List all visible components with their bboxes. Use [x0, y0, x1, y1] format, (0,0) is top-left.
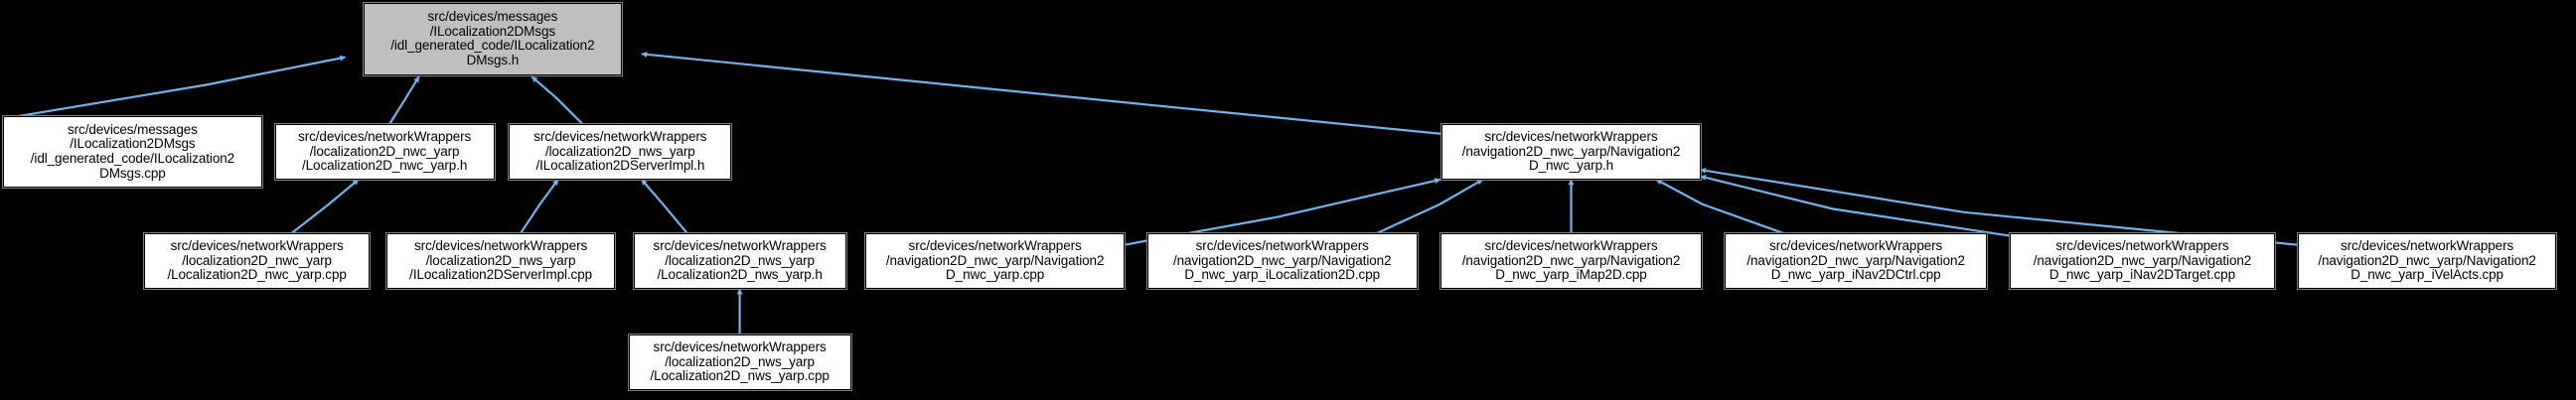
graph-node[interactable]: src/devices/networkWrappers /localizatio…	[508, 123, 733, 181]
graph-edge	[640, 179, 688, 234]
graph-node[interactable]: src/devices/networkWrappers /localizatio…	[384, 232, 617, 291]
graph-node-label: src/devices/networkWrappers /localizatio…	[650, 339, 830, 384]
graph-node-label: src/devices/networkWrappers /navigation2…	[1746, 238, 1965, 283]
graph-edge	[290, 179, 360, 235]
graph-edge	[388, 75, 420, 125]
graph-node[interactable]: src/devices/networkWrappers /navigation2…	[1440, 123, 1702, 181]
graph-node[interactable]: src/devices/networkWrappers /navigation2…	[1439, 232, 1704, 291]
graph-edge	[1655, 178, 1785, 235]
graph-node-label: src/devices/networkWrappers /navigation2…	[1461, 129, 1681, 174]
graph-edge	[519, 179, 559, 234]
graph-node-label: src/devices/networkWrappers /navigation2…	[2318, 238, 2536, 283]
graph-edge	[1700, 174, 2039, 241]
graph-node-label: src/devices/networkWrappers /localizatio…	[298, 129, 472, 174]
graph-node[interactable]: src/devices/networkWrappers /navigation2…	[1145, 232, 1419, 291]
graph-edge	[530, 75, 584, 125]
graph-node[interactable]: src/devices/networkWrappers /localizatio…	[627, 333, 852, 392]
graph-edge	[641, 51, 1442, 135]
graph-node-root: src/devices/messages /ILocalization2DMsg…	[362, 2, 624, 76]
graph-node[interactable]: src/devices/networkWrappers /navigation2…	[2296, 232, 2558, 291]
graph-node[interactable]: src/devices/networkWrappers /localizatio…	[142, 232, 372, 291]
graph-node[interactable]: src/devices/networkWrappers /localizatio…	[273, 123, 496, 181]
graph-edge	[1376, 178, 1484, 235]
graph-node[interactable]: src/devices/networkWrappers /localizatio…	[632, 232, 847, 291]
graph-node-label: src/devices/networkWrappers /localizatio…	[409, 238, 593, 283]
graph-edge	[19, 55, 347, 117]
graph-node-label: src/devices/networkWrappers /navigation2…	[1461, 238, 1681, 283]
graph-node-label: src/devices/messages /ILocalization2DMsg…	[30, 121, 235, 181]
graph-node-label: src/devices/networkWrappers /navigation2…	[2033, 238, 2252, 283]
graph-node-label: src/devices/networkWrappers /localizatio…	[167, 238, 347, 283]
graph-node-label: src/devices/networkWrappers /navigation2…	[885, 238, 1105, 283]
graph-node-label: src/devices/networkWrappers /navigation2…	[1172, 238, 1392, 283]
graph-node-label: src/devices/networkWrappers /localizatio…	[653, 238, 827, 283]
graph-node[interactable]: src/devices/networkWrappers /navigation2…	[2009, 232, 2276, 291]
graph-node-label: src/devices/messages /ILocalization2DMsg…	[390, 9, 595, 68]
graph-node[interactable]: src/devices/networkWrappers /navigation2…	[1724, 232, 1988, 291]
graph-node-label: src/devices/networkWrappers /localizatio…	[533, 129, 707, 174]
graph-node[interactable]: src/devices/networkWrappers /navigation2…	[864, 232, 1126, 291]
graph-node[interactable]: src/devices/messages /ILocalization2DMsg…	[2, 114, 263, 190]
